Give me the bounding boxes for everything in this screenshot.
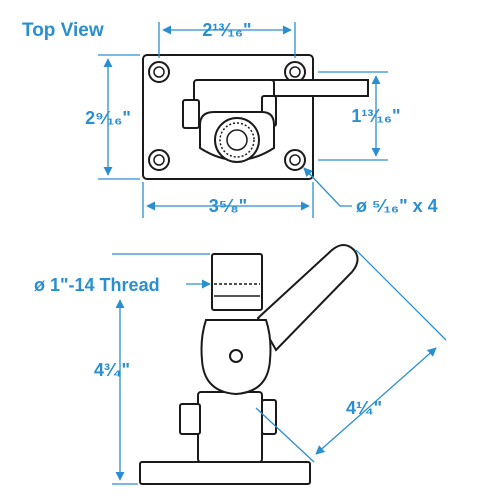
mounting-hole bbox=[148, 61, 170, 83]
dim-total-height-label: 4³⁄₄" bbox=[94, 360, 130, 380]
hole-callout-leader bbox=[303, 167, 352, 207]
dim-hole-callout-label: ø ⁵⁄₁₆" x 4 bbox=[356, 196, 438, 216]
dim-thread-label: ø 1"-14 Thread bbox=[34, 275, 160, 295]
threaded-neck bbox=[211, 253, 263, 311]
dim-hole-spacing-height-label: 1¹³⁄₁₆" bbox=[351, 106, 400, 126]
dim-arm-length-label: 4¹⁄₄" bbox=[346, 398, 382, 418]
lever-arm-top bbox=[261, 79, 369, 97]
mounting-hole bbox=[148, 149, 170, 171]
lever-arm-side bbox=[256, 244, 359, 352]
threaded-hub bbox=[214, 117, 260, 163]
top-view-title: Top View bbox=[22, 20, 104, 41]
top-view-drawing bbox=[142, 54, 369, 180]
base-flange bbox=[139, 461, 311, 485]
dim-line-arm-length bbox=[315, 347, 437, 455]
hinge-block-side bbox=[197, 391, 263, 463]
side-view-dimensions bbox=[112, 249, 447, 485]
side-view-drawing bbox=[139, 244, 359, 485]
dim-plate-width-label: 3⁵⁄₈" bbox=[209, 196, 247, 216]
mounting-hole bbox=[284, 149, 306, 171]
pivot-pin bbox=[229, 349, 243, 363]
dim-hole-spacing-width-label: 2¹³⁄₁₆" bbox=[202, 20, 251, 40]
top-view-dimensions bbox=[98, 22, 388, 218]
dim-plate-height-label: 2⁹⁄₁₆" bbox=[85, 108, 131, 128]
